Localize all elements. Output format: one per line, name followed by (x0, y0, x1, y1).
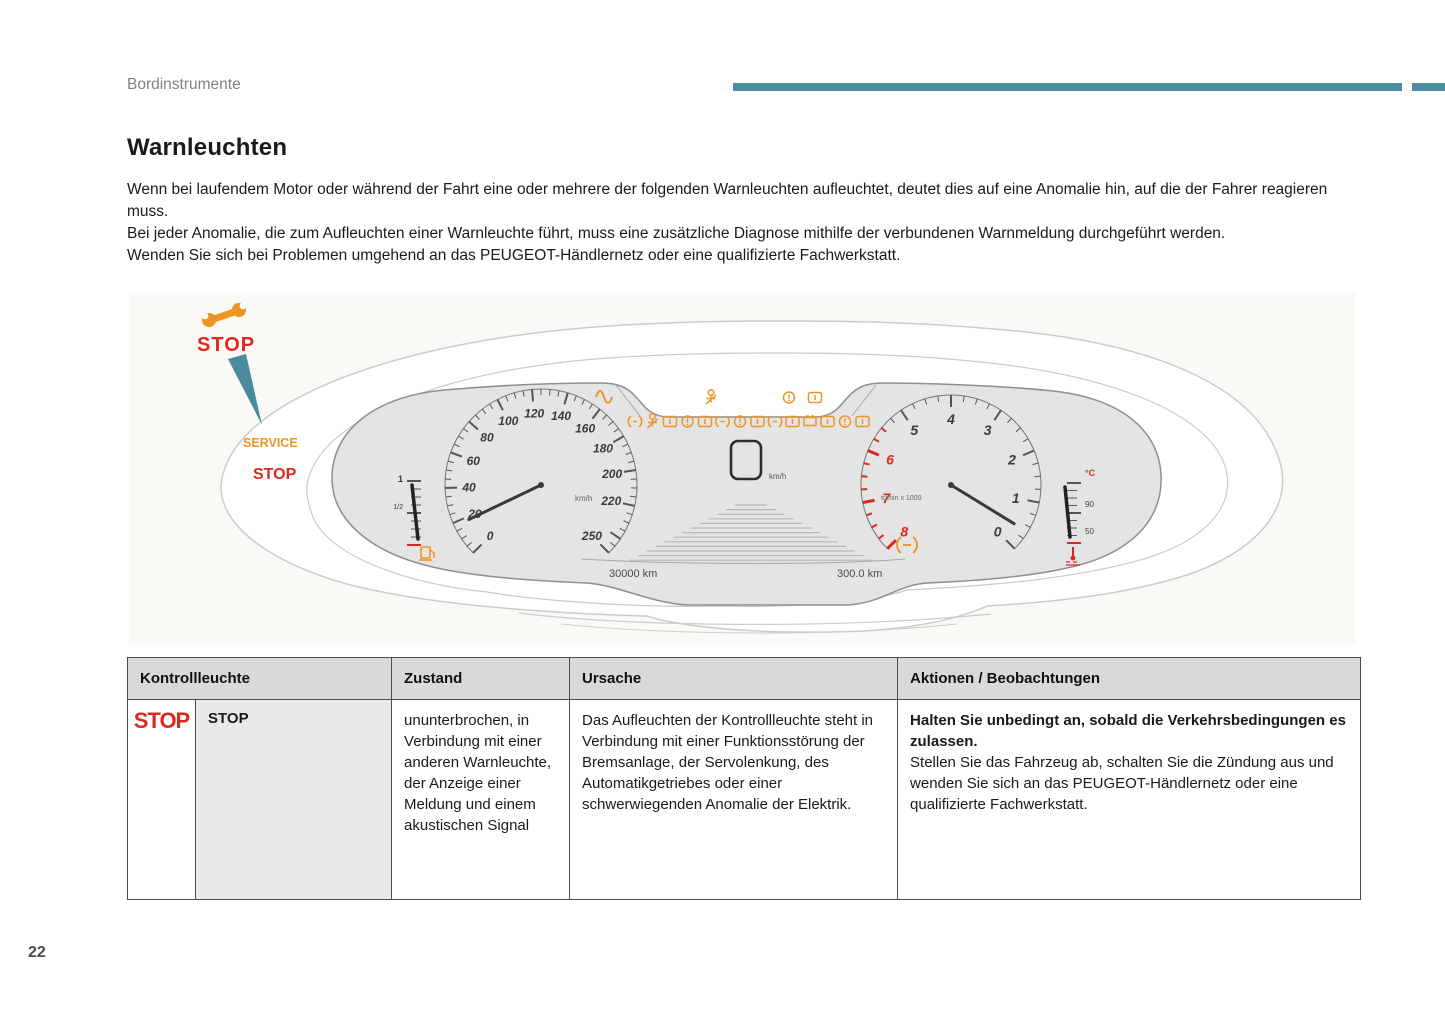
svg-text:1/2: 1/2 (393, 504, 403, 511)
svg-text:7: 7 (882, 490, 891, 506)
svg-text:140: 140 (551, 409, 571, 423)
svg-text:°C: °C (1085, 468, 1096, 478)
col-header-ursache: Ursache (569, 657, 899, 700)
zustand-cell: ununterbrochen, in Verbindung mit einer … (391, 699, 571, 900)
temperature-gauge: °C 90 50 (1063, 468, 1096, 566)
table-row-stop: STOP STOP ununterbrochen, in Verbindung … (127, 699, 1362, 900)
stop-telltale-icon: STOP (133, 708, 191, 733)
svg-text:1: 1 (1012, 490, 1020, 506)
odometer-display: 30000 km 300.0 km (609, 568, 882, 580)
intro-text: Wenn bei laufendem Motor oder während de… (127, 179, 1360, 267)
telltale-14-icon (855, 415, 870, 428)
svg-text:1: 1 (398, 474, 403, 484)
section-title: Bordinstrumente (127, 76, 241, 93)
seatbelt-telltale-icon (705, 388, 717, 405)
fuel-pump-icon (419, 546, 435, 561)
telltale-12-icon (820, 415, 835, 428)
intro-paragraph-3: Wenden Sie sich bei Problemen umgehend a… (127, 247, 901, 264)
col-header-kontrollleuchte: Kontrollleuchte (126, 657, 393, 700)
page-title: Warnleuchten (127, 134, 288, 161)
col-header-aktionen: Aktionen / Beobachtungen (897, 657, 1362, 700)
svg-text:km/h: km/h (769, 472, 786, 481)
svg-text:80: 80 (480, 431, 494, 445)
intro-paragraph-1: Wenn bei laufendem Motor oder während de… (127, 181, 1328, 220)
telltale-13-icon (838, 415, 852, 428)
svg-text:SERVICE: SERVICE (243, 436, 298, 450)
telltale-5-icon (697, 415, 713, 428)
airbag-telltale-icon (782, 391, 796, 404)
svg-text:250: 250 (581, 529, 602, 543)
svg-text:200: 200 (601, 467, 622, 481)
glow-plug-telltale-icon (595, 390, 613, 404)
wrench-icon (201, 302, 247, 327)
svg-text:160: 160 (575, 421, 595, 435)
stop-telltale-cell: STOP (127, 699, 196, 900)
stop-label-cell: STOP (194, 699, 393, 900)
telltale-4-icon (681, 415, 694, 428)
telltale-7-icon (733, 415, 747, 428)
telltale-6-icon (715, 415, 730, 428)
svg-text:90: 90 (1085, 500, 1094, 509)
table-header-row: Kontrollleuchte Zustand Ursache Aktionen… (126, 657, 1362, 700)
fuel-gauge: 1 1/2 (393, 474, 435, 561)
aktionen-rest-text: Stellen Sie das Fahrzeug ab, schalten Si… (910, 754, 1334, 813)
telltale-8-icon (750, 415, 765, 428)
ursache-cell: Das Aufleuchten der Kontrollleuchte steh… (569, 699, 899, 900)
header-rule (733, 83, 1402, 91)
tachometer-gauge: 0 1 23 4 56 7 8 tr/min x 1000 (860, 394, 1042, 550)
warning-telltale-icon (807, 391, 823, 404)
svg-text:220: 220 (600, 494, 621, 508)
svg-text:100: 100 (498, 414, 518, 428)
telltale-3-icon (662, 415, 678, 428)
svg-text:6: 6 (886, 452, 894, 468)
telltale-10-icon (785, 415, 800, 428)
svg-text:40: 40 (461, 480, 476, 494)
digital-speed-display: km/h (729, 439, 786, 481)
coolant-temperature-icon (1066, 547, 1080, 566)
aktionen-cell: Halten Sie unbedingt an, sobald die Verk… (897, 699, 1362, 900)
svg-text:120: 120 (524, 407, 544, 421)
svg-text:180: 180 (593, 442, 613, 456)
warning-lights-table: Kontrollleuchte Zustand Ursache Aktionen… (126, 657, 1362, 900)
aktionen-bold-text: Halten Sie unbedingt an, sobald die Verk… (910, 712, 1346, 750)
svg-text:2: 2 (1007, 452, 1016, 468)
telltale-1-icon (627, 415, 643, 428)
svg-text:5: 5 (910, 422, 918, 438)
svg-text:4: 4 (946, 411, 955, 427)
svg-text:3: 3 (984, 422, 992, 438)
svg-text:30000 km: 30000 km (609, 568, 657, 580)
svg-text:tr/min x 1000: tr/min x 1000 (881, 495, 922, 502)
telltale-11-icon (803, 415, 817, 427)
svg-text:300.0 km: 300.0 km (837, 568, 882, 580)
svg-text:STOP: STOP (253, 466, 297, 483)
svg-text:km/h: km/h (575, 494, 592, 503)
svg-text:8: 8 (900, 524, 908, 540)
stop-callout: STOP SERVICE STOP (197, 302, 298, 483)
svg-text:0: 0 (487, 529, 494, 543)
col-header-zustand: Zustand (391, 657, 571, 700)
brake-pads-icon (896, 536, 918, 554)
svg-text:STOP: STOP (197, 334, 255, 356)
svg-text:0: 0 (994, 524, 1002, 540)
intro-paragraph-2: Bei jeder Anomalie, die zum Aufleuchten … (127, 225, 1226, 242)
cluster-panel (331, 382, 1162, 606)
warning-telltale-icons (595, 388, 918, 554)
telltale-2-icon (646, 412, 659, 429)
svg-text:60: 60 (467, 454, 481, 468)
page-number: 22 (28, 944, 46, 961)
content: Warnleuchten Wenn bei laufendem Motor od… (126, 134, 1362, 900)
svg-text:50: 50 (1085, 527, 1094, 536)
telltale-9-icon (767, 415, 783, 428)
callout-pointer (228, 354, 262, 425)
stop-label: STOP (208, 710, 249, 727)
header-rule-end (1412, 83, 1445, 91)
